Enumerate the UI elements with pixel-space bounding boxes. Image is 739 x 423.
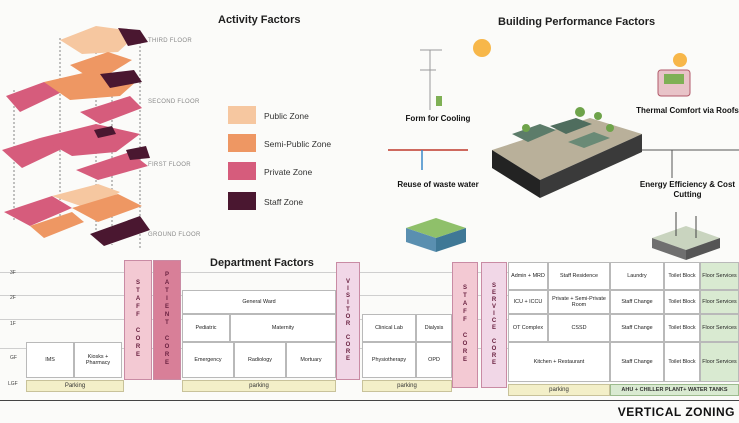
building-performance-title: Building Performance Factors	[498, 16, 656, 28]
cell-maternity: Maternity	[230, 314, 336, 342]
staff-core-column-2: STAFF CORE	[452, 262, 478, 388]
building-performance-illustration	[388, 39, 739, 260]
legend-swatch-public	[228, 106, 256, 124]
legend-label-staff: Staff Zone	[264, 197, 304, 207]
cell-floor-services-1f: Floor Services	[700, 314, 739, 342]
energy-model	[652, 212, 720, 260]
floor-line-3f	[0, 272, 739, 273]
patient-core-column: PATIENT CORE	[153, 260, 181, 380]
department-factors-title: Department Factors	[210, 257, 314, 269]
cell-staff-residence: Staff Residence	[548, 262, 610, 290]
cell-ims: IMS	[26, 342, 74, 378]
cell-toilet-gf: Toilet Block	[664, 342, 700, 382]
cell-staff-change-gf: Staff Change	[610, 342, 664, 382]
ahu-chiller-water-tanks: AHU + CHILLER PLANT+ WATER TANKS	[610, 384, 739, 396]
cell-clinical-lab: Clinical Lab	[362, 314, 416, 342]
cell-staff-change-1f: Staff Change	[610, 314, 664, 342]
cell-opd: OPD	[416, 342, 452, 378]
cell-emergency: Emergency	[182, 342, 234, 378]
cell-laundry: Laundry	[610, 262, 664, 290]
legend-swatch-staff	[228, 192, 256, 210]
cell-floor-services-2f: Floor Services	[700, 290, 739, 314]
cell-pediatric: Pediatric	[182, 314, 230, 342]
water-reuse-model	[406, 218, 466, 252]
isometric-floor-stack	[2, 26, 150, 250]
sun-icon	[473, 39, 491, 57]
footer-rule	[0, 400, 739, 401]
staff-core-column-1: STAFF CORE	[124, 260, 152, 380]
parking-right: parking	[508, 384, 610, 396]
floor-code-1f: 1F	[10, 321, 16, 327]
cell-cssd: CSSD	[548, 314, 610, 342]
plant-icon	[436, 96, 442, 106]
activity-factors-title: Activity Factors	[218, 14, 301, 26]
parking-left: Parking	[26, 380, 124, 392]
cell-mortuary: Mortuary	[286, 342, 336, 378]
caption-form-for-cooling: Form for Cooling	[405, 114, 471, 123]
legend-label-private: Private Zone	[264, 167, 313, 177]
cell-icu-iccu: ICU + ICCU	[508, 290, 548, 314]
legend-swatch-private	[228, 162, 256, 180]
cell-kiosks-pharmacy: Kiosks + Pharmacy	[74, 342, 122, 378]
cell-kitchen-restaurant: Kitchen + Restaurant	[508, 342, 610, 382]
second-floor-plan	[6, 70, 142, 124]
floor-label-third: THIRD FLOOR	[148, 38, 192, 44]
floor-code-gf: GF	[10, 355, 17, 361]
service-core-column: SERVICE CORE	[481, 262, 507, 388]
first-floor-plan	[2, 124, 150, 180]
ground-floor-plan	[4, 184, 150, 246]
cell-staff-change-2f: Staff Change	[610, 290, 664, 314]
floor-code-2f: 2F	[10, 295, 16, 301]
cell-toilet-2f: Toilet Block	[664, 290, 700, 314]
visitor-core-column: VISITOR CORE	[336, 262, 360, 380]
sun-icon-2	[673, 53, 687, 67]
cell-floor-services-gf: Floor Services	[700, 342, 739, 382]
cell-physiotherapy: Physiotherapy	[362, 342, 416, 378]
floor-line-2f	[0, 295, 739, 296]
floor-label-second: SECOND FLOOR	[148, 99, 200, 105]
legend-label-public: Public Zone	[264, 111, 309, 121]
footer-title-vertical-zoning: VERTICAL ZONING	[617, 405, 735, 419]
caption-energy-efficiency: Energy Efficiency & Cost Cutting	[639, 180, 736, 199]
floor-code-3f: 3F	[10, 270, 16, 276]
cell-toilet-3f: Toilet Block	[664, 262, 700, 290]
parking-right-middle: parking	[362, 380, 452, 392]
cell-toilet-1f: Toilet Block	[664, 314, 700, 342]
cooling-form-sketch	[420, 49, 442, 110]
site-model	[492, 107, 642, 198]
floor-code-lgf: LGF	[8, 381, 18, 387]
cell-ot-complex: OT Complex	[508, 314, 548, 342]
cell-radiology: Radiology	[234, 342, 286, 378]
legend-label-semi-public: Semi-Public Zone	[264, 139, 332, 149]
legend-swatch-semi-public	[228, 134, 256, 152]
cell-admin-mrd: Admin + MRD	[508, 262, 548, 290]
caption-reuse-waste-water: Reuse of waste water	[397, 180, 479, 189]
floor-label-ground: GROUND FLOOR	[148, 232, 201, 238]
thermal-roof-icon	[657, 69, 691, 97]
cell-dialysis: Dialysis	[416, 314, 452, 342]
cell-floor-services-3f: Floor Services	[700, 262, 739, 290]
cell-general-ward: General Ward	[182, 290, 336, 314]
floor-label-first: FIRST FLOOR	[148, 162, 191, 168]
parking-middle: parking	[182, 380, 336, 392]
caption-thermal-comfort: Thermal Comfort via Roofs	[636, 106, 739, 115]
cell-private-rooms: Private + Semi-Private Room	[548, 290, 610, 314]
